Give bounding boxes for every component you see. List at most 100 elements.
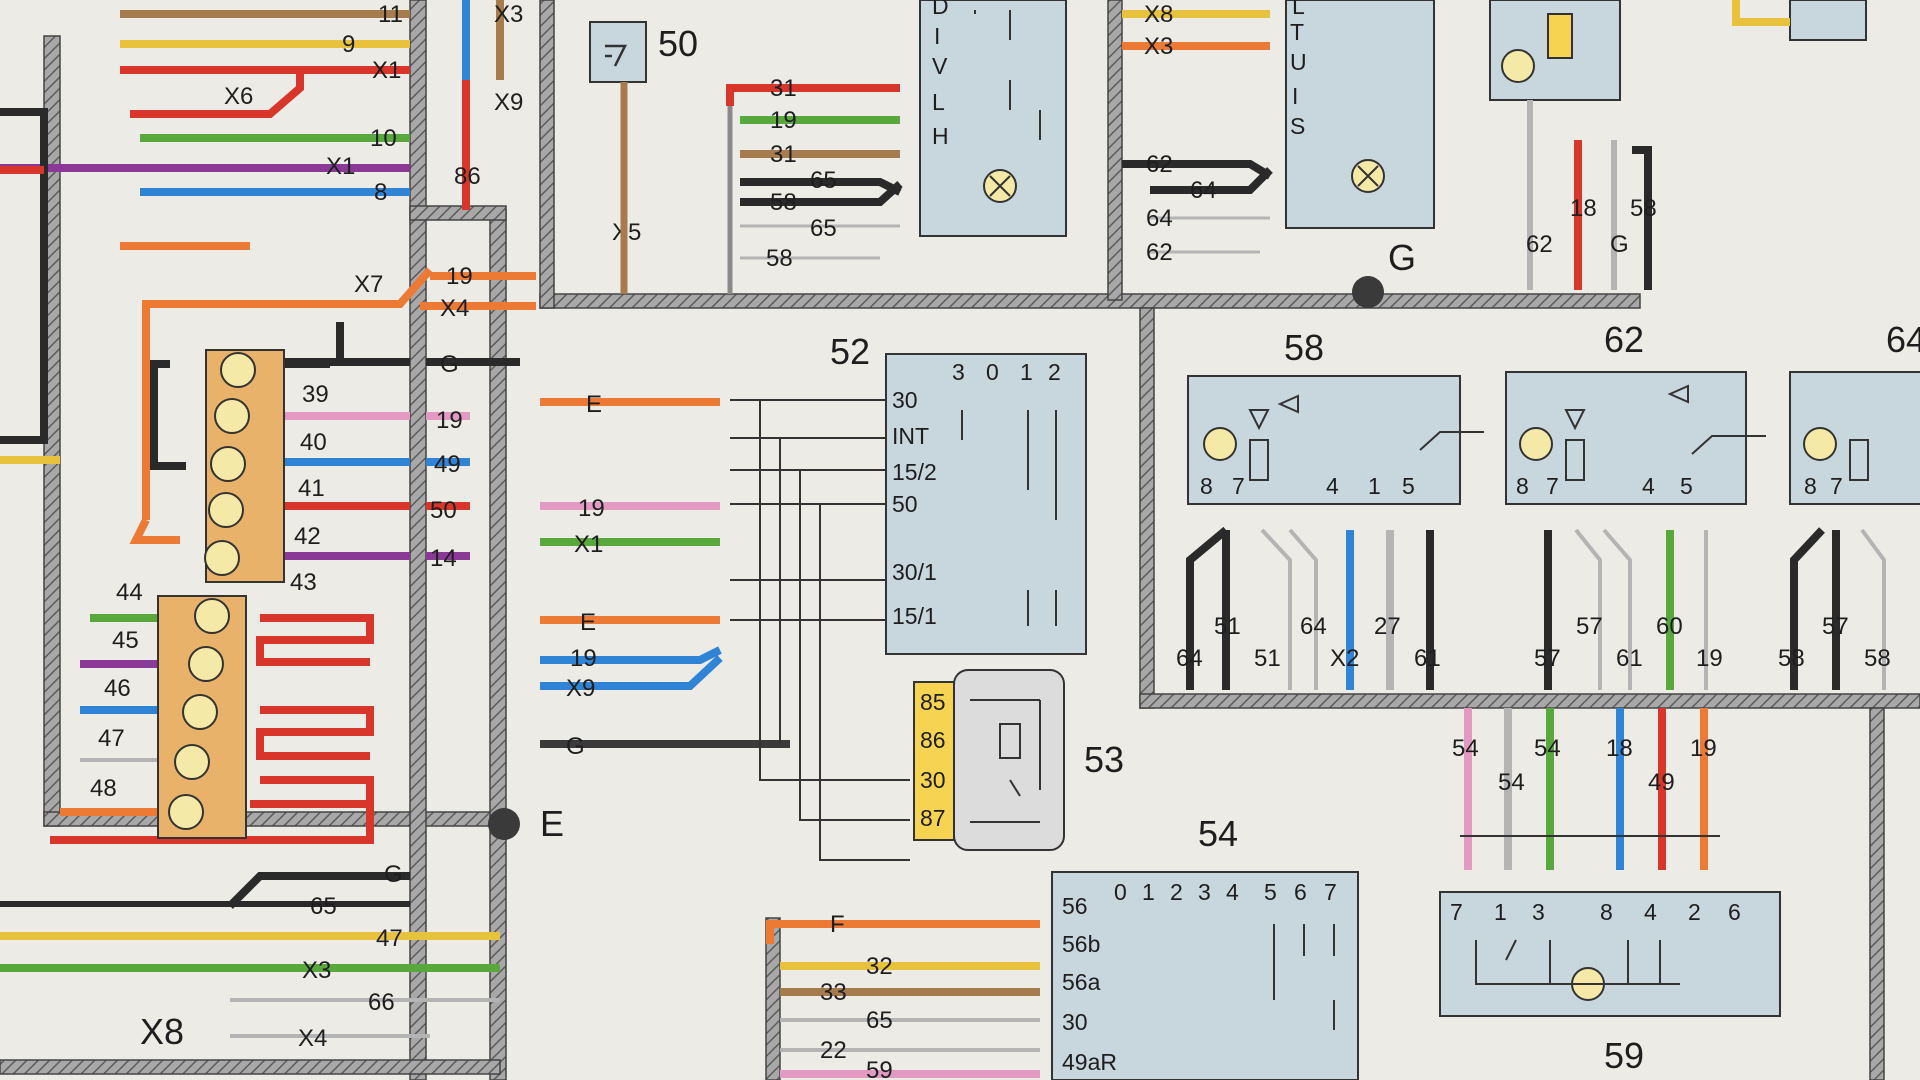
wire-label: X7 <box>354 271 383 298</box>
wire-label: 19 <box>1696 645 1723 672</box>
ground-node-label: G <box>1388 237 1416 278</box>
wire-64-black <box>1150 167 1273 194</box>
harness-mid-top <box>409 205 507 221</box>
wire-label: G <box>384 861 403 888</box>
lamp-icon <box>210 446 246 482</box>
wires-c58 <box>1186 526 1434 690</box>
wire-58-grey-c64 <box>1860 528 1886 690</box>
wire-labels-left-mid: X7 19 X4 G 19 49 50 14 <box>354 263 473 572</box>
wire-58-black <box>740 181 903 206</box>
lamp-icons-upper <box>204 352 256 576</box>
wire-label: 54 <box>1534 735 1561 762</box>
relay-contact-icon <box>970 699 1041 823</box>
wire-red-bottom <box>50 804 374 844</box>
switch-contacts <box>974 10 1041 140</box>
lamp-label: 39 <box>302 381 329 408</box>
pin-label: 30 <box>1062 1009 1088 1035</box>
harness-bottom-left <box>0 1059 501 1075</box>
pin-label: 4 <box>1642 473 1655 499</box>
wire-labels-top-left: 11 9 X1 X6 10 X1 8 X3 X9 86 X5 <box>224 1 641 246</box>
wire-label: 59 <box>866 1057 893 1080</box>
wire-label: E <box>580 609 596 636</box>
pin-label: 56a <box>1062 969 1101 995</box>
wire-x6 <box>130 70 304 118</box>
wire-label: 62 <box>1146 151 1173 178</box>
wire-label: 19 <box>436 407 463 434</box>
ground-node-g: G <box>1352 237 1416 308</box>
header-label: 6 <box>1294 879 1307 905</box>
wire-thin-drop <box>759 400 910 861</box>
wire-label: 11 <box>378 1 403 28</box>
wire-label: 58 <box>770 189 797 216</box>
wire-64-grey-c58 <box>1288 528 1318 690</box>
wire-label: 49 <box>434 451 461 478</box>
switch-pin-label: H <box>932 123 949 149</box>
lamp-label: 44 <box>116 579 143 606</box>
switch-block-top-left: D I V L H <box>919 0 1067 237</box>
wire-label: 86 <box>454 163 481 190</box>
header-label: 5 <box>1264 879 1277 905</box>
node-e-dot <box>488 808 520 840</box>
switch-icon <box>605 44 628 67</box>
lamp-block-upper: 39 40 41 42 43 <box>204 349 329 596</box>
pin-label: 85 <box>920 689 946 715</box>
wires-c64 <box>1790 527 1886 690</box>
relay-coil-icon <box>1547 13 1573 59</box>
lamp-label: 47 <box>98 725 125 752</box>
wire-label: X4 <box>440 295 469 322</box>
wire-label: 65 <box>866 1007 893 1034</box>
pin-label: 56b <box>1062 931 1100 957</box>
switch-pin-label: I <box>1292 83 1298 109</box>
switch-pin-label: L <box>932 89 945 115</box>
harness-far-right <box>1869 707 1885 1080</box>
switch-contact-icon <box>1419 431 1484 451</box>
pin-label: 5 <box>1680 473 1693 499</box>
switch-contacts <box>961 410 1057 626</box>
header-label: 7 <box>1324 879 1337 905</box>
pin-label: 1 <box>1494 899 1507 925</box>
component-58-label: 58 <box>1284 327 1324 368</box>
wire-label: X1 <box>372 57 401 84</box>
wire-label: 19 <box>1690 735 1717 762</box>
wire-x7 <box>142 267 433 520</box>
pin-label: 1 <box>1368 473 1381 499</box>
component-64-label: 64 <box>1886 319 1920 360</box>
wire-labels-c54: F 32 33 65 22 59 <box>820 911 893 1080</box>
wire-label: 19 <box>446 263 473 290</box>
wire-label: X1 <box>326 153 355 180</box>
wire-label: 54 <box>1498 769 1525 796</box>
lamp-icon <box>220 352 256 388</box>
wire-51-grey <box>1260 528 1292 690</box>
wire-label: 49 <box>1648 769 1675 796</box>
wire-label: 22 <box>820 1037 847 1064</box>
pin-label: 30 <box>892 387 918 413</box>
wire-label: 65 <box>810 215 837 242</box>
resistor-icon <box>1249 439 1269 481</box>
wire-58-c64 <box>1790 527 1825 690</box>
switch-contacts <box>1273 924 1335 1030</box>
indicator-lamp-icon <box>1803 427 1837 461</box>
pin-label: 56 <box>1062 893 1088 919</box>
pin-label: 87 <box>920 805 946 831</box>
lamp-icon <box>174 744 210 780</box>
lamp-block-lower: 44 45 46 47 48 <box>90 579 247 839</box>
wires-c54-inputs <box>766 920 1040 1078</box>
component-52: 52 3 0 1 2 30 INT 15/2 50 30/1 15/1 <box>830 331 1087 655</box>
switch-pin-label: T <box>1290 19 1304 45</box>
pin-label: 8 <box>1600 899 1613 925</box>
pin-label: 7 <box>1546 473 1559 499</box>
wire-19-blue <box>540 646 722 664</box>
pin-label: 5 <box>1402 473 1415 499</box>
pin-label: 86 <box>920 727 946 753</box>
component-59-label: 59 <box>1604 1035 1644 1076</box>
lamp-label: 43 <box>290 569 317 596</box>
wire-black-loop <box>150 360 186 470</box>
component-58: 58 8 7 4 1 5 <box>1187 327 1484 505</box>
pin-label: 8 <box>1516 473 1529 499</box>
harness-mid-vertical-2 <box>489 209 507 1080</box>
wire-61-grey <box>1602 528 1632 690</box>
wire-label: 51 <box>1214 613 1241 640</box>
wires-left-mid <box>50 267 536 844</box>
wire-labels-top-switch-left: 31 19 31 65 58 65 58 <box>766 75 837 272</box>
wire-label: 54 <box>1452 735 1479 762</box>
